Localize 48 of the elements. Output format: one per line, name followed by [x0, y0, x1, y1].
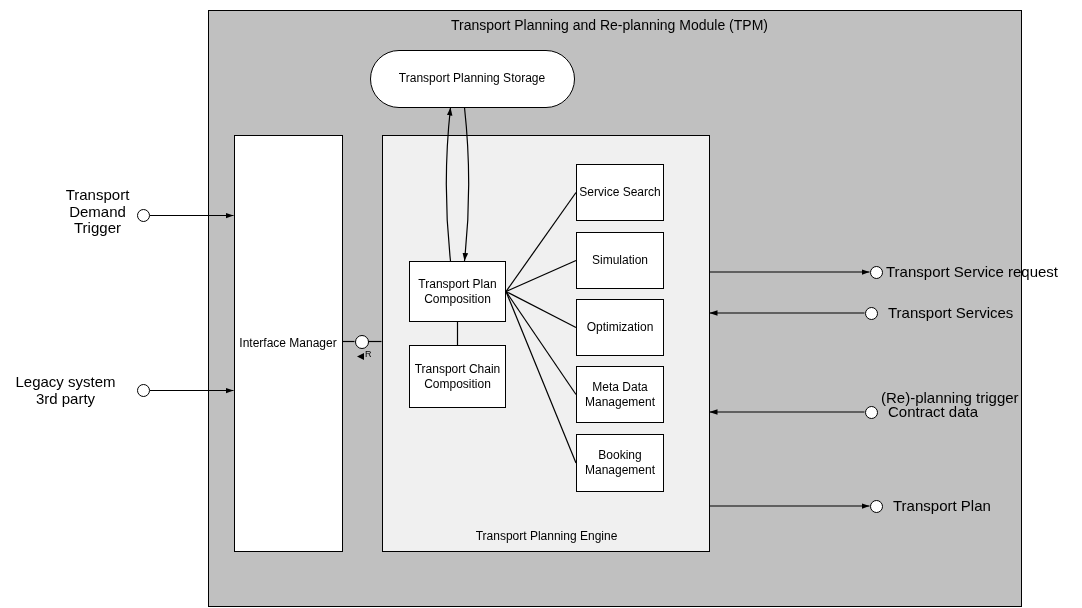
arrow [708, 269, 871, 275]
connector-line [505, 290, 577, 329]
port-circle [864, 306, 878, 320]
process-box [576, 434, 664, 492]
process-box [409, 345, 506, 408]
arrow [445, 106, 453, 262]
box-label: Optimization [585, 319, 655, 336]
arrow [708, 310, 866, 316]
port-circle [869, 499, 883, 513]
container-title: Transport Planning and Re-planning Module (TPM) [451, 18, 769, 34]
port-label: R [365, 350, 372, 360]
port-label: Transport Plan [893, 498, 991, 515]
port-circle [354, 334, 369, 349]
connector-line [456, 321, 459, 346]
arrow [708, 503, 871, 509]
connector-line [505, 290, 577, 464]
container-title: Transport Planning Engine [474, 529, 619, 543]
process-box [409, 261, 506, 322]
port-label: Legacy system 3rd party [14, 374, 117, 407]
port-label: Transport Demand Trigger [64, 187, 131, 237]
port-circle [137, 209, 150, 222]
connector-line [341, 340, 356, 343]
box-label: Interface Manager [238, 334, 338, 352]
process-box [576, 164, 664, 221]
process-box [576, 299, 664, 356]
box-label: Meta Data Management [583, 378, 656, 411]
arrow [149, 212, 235, 219]
port-circle [137, 384, 150, 397]
arrow [149, 387, 235, 394]
box-label: Transport Chain Composition [413, 360, 502, 393]
port-label: Transport Services [888, 305, 1014, 322]
port-label: (Re)-planning trigger [881, 390, 1019, 406]
process-box [233, 134, 343, 552]
connector-line [367, 340, 383, 343]
port-circle [864, 405, 878, 419]
connector-line [505, 191, 577, 293]
process-box [576, 232, 664, 289]
engine-container [381, 134, 710, 552]
connector-line [505, 259, 577, 293]
arrow [708, 409, 866, 415]
box-label: Transport Planning Storage [397, 70, 547, 87]
box-label: Booking Management [583, 447, 656, 479]
port-circle [869, 265, 883, 279]
arrow [462, 106, 470, 262]
process-box [576, 366, 664, 423]
box-label: Transport Plan Composition [417, 275, 498, 308]
box-label: Service Search [578, 184, 662, 201]
box-label: Simulation [591, 252, 649, 269]
